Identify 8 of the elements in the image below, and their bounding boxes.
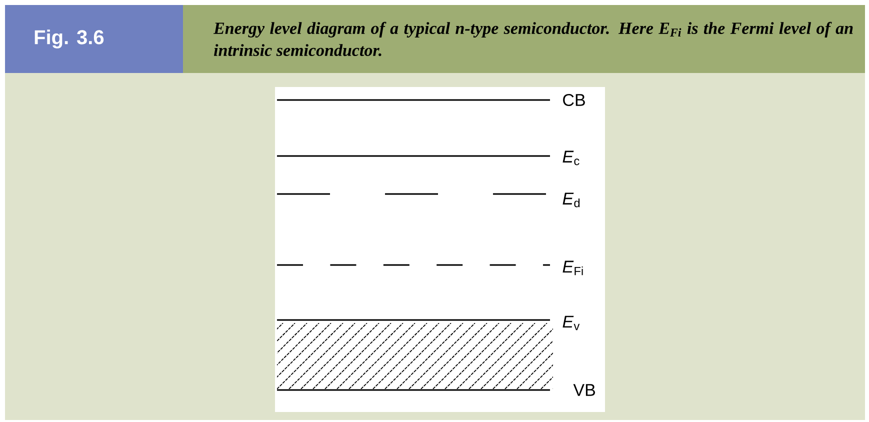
level-label: E$_{Fi}$ xyxy=(562,260,583,276)
level-label: E$_{d}$ xyxy=(562,192,580,208)
level-label: CB xyxy=(563,94,585,106)
figure-number-tab: Fig. 3.6 xyxy=(5,5,184,73)
level-label: E$_{c}$ xyxy=(562,150,580,166)
caption-band: Energy level diagram of a typical n-type semiconductor. Here E$_{Fi}$ is the Fermi level of an intrinsic semiconductor. xyxy=(183,5,865,73)
level-label: E$_{v}$ xyxy=(562,316,580,330)
level-label: VB xyxy=(573,384,595,396)
